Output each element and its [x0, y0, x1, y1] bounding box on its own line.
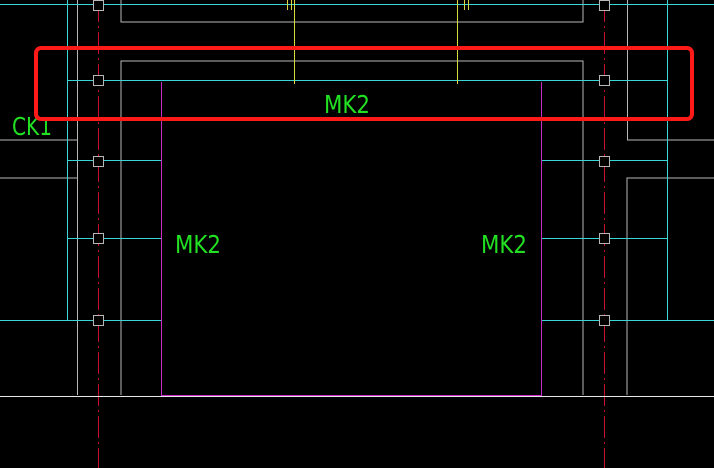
right-lower-bracket	[626, 177, 714, 395]
node-marker[interactable]	[599, 315, 610, 326]
component-labels: MK2 MK2 MK2 CK1	[12, 90, 527, 259]
node-marker[interactable]	[599, 156, 610, 167]
wall-outlines	[0, 0, 714, 395]
grid-node-markers	[93, 0, 610, 326]
structural-lines	[0, 0, 714, 321]
node-marker[interactable]	[93, 75, 104, 86]
node-marker[interactable]	[93, 315, 104, 326]
label-mk2-top[interactable]: MK2	[324, 90, 370, 119]
upper-room-outline	[120, 60, 584, 395]
riser-lines	[287, 0, 469, 84]
node-marker[interactable]	[599, 233, 610, 244]
label-mk2-left[interactable]: MK2	[175, 230, 221, 259]
node-marker[interactable]	[93, 156, 104, 167]
node-marker[interactable]	[599, 75, 610, 86]
node-marker[interactable]	[93, 233, 104, 244]
node-marker[interactable]	[93, 0, 104, 11]
node-marker[interactable]	[599, 0, 610, 11]
label-mk2-right[interactable]: MK2	[481, 230, 527, 259]
highlight-box	[34, 46, 694, 121]
top-box-outline	[120, 0, 584, 23]
opening-outline[interactable]	[161, 82, 542, 396]
label-ck1[interactable]: CK1	[12, 112, 52, 141]
